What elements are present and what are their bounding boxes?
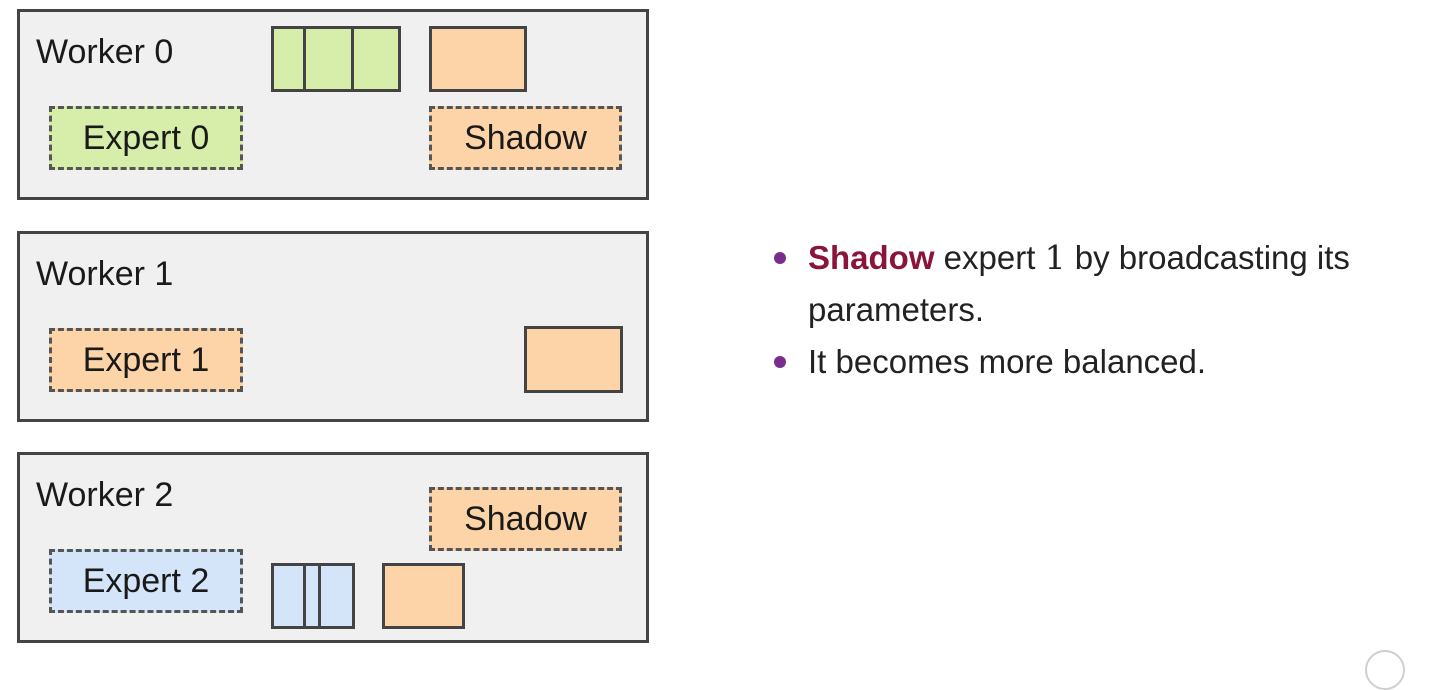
note-text: by broadcasting its parameters. (808, 239, 1350, 328)
note-text: It becomes more balanced. (808, 343, 1207, 380)
worker-2-token-group-blue (271, 563, 355, 629)
worker-2-token-orange (382, 563, 465, 629)
note-emph-shadow: Shadow (808, 239, 935, 276)
token-blue (318, 563, 355, 629)
notes-list: Shadow expert 1 by broadcasting its para… (770, 232, 1430, 388)
corner-circle-icon (1365, 650, 1405, 690)
expert-1-box: Expert 1 (49, 328, 243, 392)
token-blue (271, 563, 306, 629)
worker-2-shadow-box: Shadow (429, 487, 622, 551)
bullet-icon (774, 356, 786, 368)
worker-2-box: Worker 2 Shadow Expert 2 (17, 452, 649, 643)
note-item-balanced: It becomes more balanced. (770, 336, 1430, 388)
token-green (351, 26, 401, 92)
note-math-expert-index: 1 (1044, 238, 1066, 277)
worker-0-box: Worker 0 Expert 0 Shadow (17, 9, 649, 200)
note-text: expert (934, 239, 1045, 276)
worker-1-token-orange (524, 326, 623, 393)
token-green (271, 26, 306, 92)
worker-0-token-group-green (271, 26, 401, 92)
worker-0-token-orange (429, 26, 527, 92)
expert-0-box: Expert 0 (49, 106, 243, 170)
note-item-shadow: Shadow expert 1 by broadcasting its para… (770, 232, 1430, 336)
expert-2-box: Expert 2 (49, 549, 243, 613)
worker-2-label: Worker 2 (36, 476, 174, 514)
token-green (303, 26, 354, 92)
worker-0-label: Worker 0 (36, 33, 174, 71)
bullet-icon (774, 252, 786, 264)
worker-1-box: Worker 1 Expert 1 (17, 231, 649, 422)
worker-1-label: Worker 1 (36, 255, 174, 293)
worker-0-shadow-box: Shadow (429, 106, 622, 170)
